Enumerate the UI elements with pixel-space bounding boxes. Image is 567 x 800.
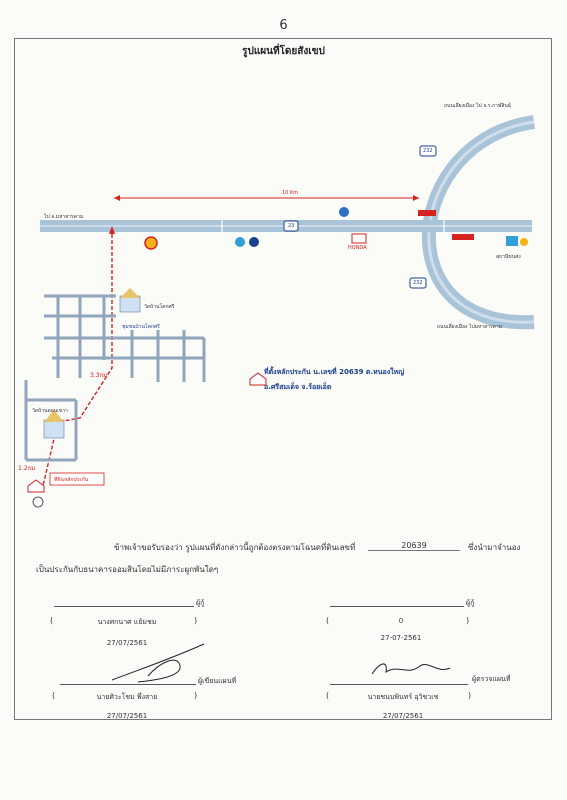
role-right-top: ผู้กู้ bbox=[466, 599, 475, 607]
paren-close-left-top: ) bbox=[194, 616, 198, 625]
honda-label: HONDA bbox=[348, 245, 367, 251]
road-232-top-shield bbox=[419, 145, 437, 157]
date-left-bottom: 27/07/2561 bbox=[106, 712, 148, 720]
role-left-top: ผู้กู้ bbox=[196, 599, 205, 607]
fuel-icon-1 bbox=[235, 237, 245, 247]
temple-2-label: วัดบ้านดอนเขวา bbox=[32, 408, 68, 414]
road-23-label: 23 bbox=[288, 223, 295, 229]
map-svg bbox=[24, 115, 536, 508]
deed-number: 20639 bbox=[368, 541, 460, 551]
date-right-bottom: 27/07/2561 bbox=[382, 712, 424, 720]
certification-line-2: เป็นประกันกับธนาคารออมสินโดยไม่มีภาระผูก… bbox=[36, 565, 219, 574]
ptt-icon-left bbox=[144, 236, 158, 250]
station-label: สถานีขนส่ง bbox=[496, 254, 521, 260]
signature-line-right-bottom bbox=[330, 684, 468, 685]
page-title: รูปแผนที่โดยสังเขป bbox=[242, 46, 325, 57]
date-left-top: 27/07/2561 bbox=[106, 639, 148, 647]
fuel-icon-2 bbox=[249, 237, 259, 247]
location-line-2: อ.ศรีสมเด็จ จ.ร้อยเอ็ด bbox=[264, 383, 332, 391]
signature-line-left-bottom bbox=[60, 684, 196, 685]
page-number: 6 bbox=[279, 18, 288, 33]
distance-1-2-label: 1.2กม bbox=[18, 465, 36, 472]
certification-line-1-tail: ซึ่งนำมาจำนอง bbox=[468, 543, 521, 552]
property-marker-1 bbox=[249, 372, 267, 386]
station-sign bbox=[506, 236, 518, 246]
paren-close-left-bottom: ) bbox=[194, 691, 198, 700]
property-label: ที่ดินหลักประกัน bbox=[54, 477, 89, 483]
route-path bbox=[41, 228, 113, 491]
road-left-label: ไป จ.มหาสารคาม bbox=[44, 214, 84, 220]
location-line-1: ที่ตั้งหลักประกัน น.เลขที่ 20639 ต.หนองใ… bbox=[264, 368, 405, 376]
distance-label: 10 Km bbox=[282, 190, 299, 196]
role-left-bottom: ผู้เขียนแผนที่ bbox=[198, 677, 237, 685]
temple-1-label: วัดบ้านโคกศรี bbox=[144, 304, 175, 310]
road-bottom-right-label: ถนนเลี่ยงเมือง ไปมหาสารคาม bbox=[437, 324, 503, 330]
road-top-right-label: ถนนเลี่ยงเมือง ไป จ.ร.กาฬสินธุ์ bbox=[444, 103, 511, 109]
road-232-top-label: 232 bbox=[423, 148, 433, 154]
signature-line-right-top bbox=[330, 606, 464, 607]
paren-close-right-top: ) bbox=[466, 616, 470, 625]
signature-scribble-left bbox=[111, 643, 205, 683]
map-frame bbox=[14, 38, 552, 720]
paren-open-left-top: ( bbox=[50, 616, 54, 625]
road-232-bottom-label: 232 bbox=[413, 280, 423, 286]
role-right-bottom: ผู้ตรวจแผนที่ bbox=[472, 675, 511, 683]
road-23-shield bbox=[283, 220, 299, 232]
name-right-top: 0 bbox=[398, 617, 404, 625]
compass-icon bbox=[32, 496, 44, 508]
property-marker-2 bbox=[27, 479, 45, 493]
date-right-top: 27-07-2561 bbox=[380, 634, 422, 642]
property-label-box bbox=[49, 472, 105, 486]
certification-line-1: ข้าพเจ้าขอรับรองว่า รูปแผนที่ดังกล่าวนี้… bbox=[114, 543, 356, 552]
store-top-sign bbox=[418, 210, 436, 216]
paren-open-right-bottom: ( bbox=[326, 691, 330, 700]
signature-scribble-right bbox=[371, 663, 451, 675]
honda-sign bbox=[351, 233, 367, 244]
distance-3-3-label: 3.3กม bbox=[90, 372, 108, 379]
name-right-bottom: นายชนบพินทร์ อุวิชวเช bbox=[367, 693, 439, 701]
community-label: ชุมชนบ้านโคกศรี bbox=[122, 324, 160, 330]
temple-1-icon bbox=[119, 288, 141, 313]
signature-line-left-top bbox=[54, 606, 194, 607]
paren-open-right-top: ( bbox=[326, 616, 330, 625]
fuel-icon-top bbox=[339, 207, 349, 217]
local-streets bbox=[24, 294, 206, 462]
makro-label: makro bbox=[454, 235, 472, 241]
paren-close-right-bottom: ) bbox=[468, 691, 472, 700]
station-dot bbox=[520, 238, 528, 246]
name-left-bottom: นายศิวะโชม พึ่งสาย bbox=[96, 693, 158, 701]
makro-sign bbox=[452, 234, 474, 240]
paren-open-left-bottom: ( bbox=[52, 691, 56, 700]
temple-2-icon bbox=[43, 410, 65, 439]
road-232-bottom-shield bbox=[409, 277, 427, 289]
name-left-top: นางศกนาศ แย้มชม bbox=[97, 618, 157, 626]
